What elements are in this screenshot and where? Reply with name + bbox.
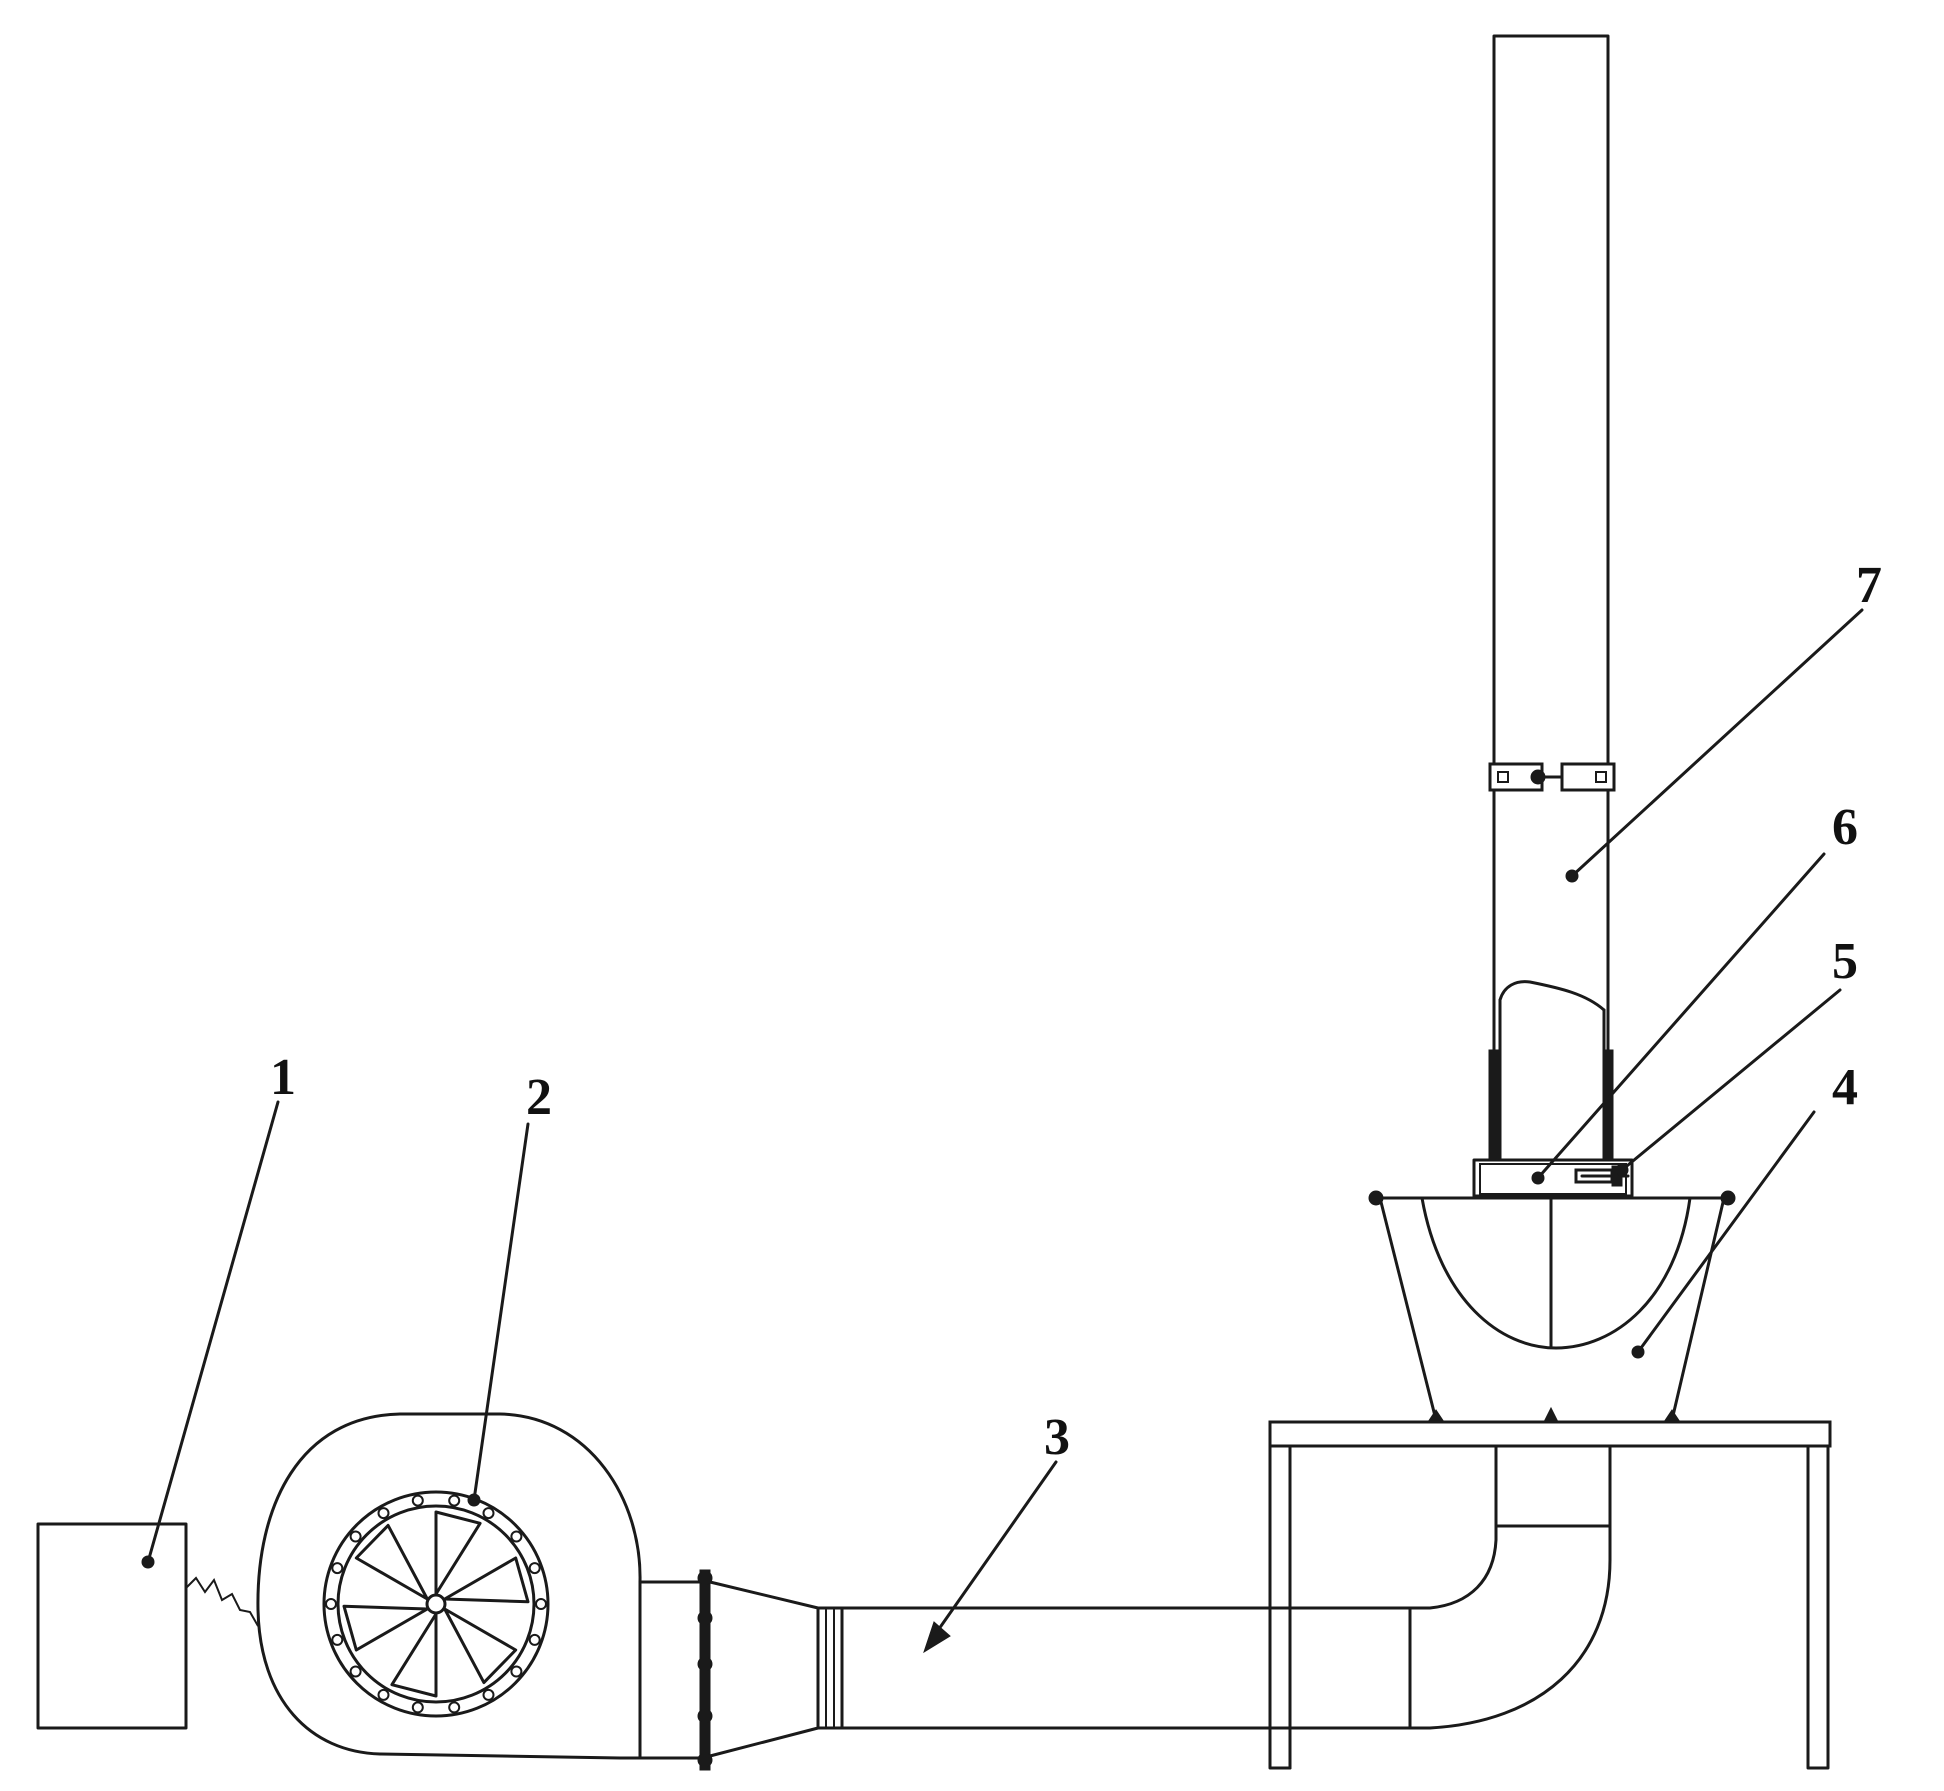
rim-bolt [448,1701,461,1714]
rim-bolt [528,1562,541,1575]
impeller-blade [443,1607,518,1685]
rim-bolt [510,1530,523,1543]
vertical-stack [1488,34,1616,1162]
impeller-blade [390,1612,438,1698]
rim-bolt [510,1665,523,1678]
support-table [1268,1420,1832,1770]
rim-bolt [325,1598,337,1610]
centrifugal-fan [256,1412,704,1760]
callout-7: 7 [1856,557,1882,614]
rim-bolt [482,1507,495,1520]
air-duct [708,1444,1612,1758]
callout-4: 4 [1832,1059,1858,1116]
chamber [1368,1190,1736,1423]
impeller-blade [443,1556,530,1604]
rim-bolt [448,1494,461,1507]
rim-bolt [535,1598,547,1610]
control-box [36,1522,259,1730]
fan-rim-bolts [325,1494,547,1714]
rim-bolt [482,1688,495,1701]
callout-5: 5 [1832,933,1858,990]
rim-bolt [349,1530,362,1543]
outlet-flange [697,1569,713,1771]
rim-bolt [411,1494,424,1507]
fan-impeller [342,1510,530,1698]
rim-bolt [377,1688,390,1701]
impeller-blade [354,1523,429,1601]
rim-bolt [377,1507,390,1520]
callout-3: 3 [1044,1409,1070,1466]
callout-1: 1 [270,1049,296,1106]
impeller-blade [342,1604,429,1652]
callout-labels: 1 2 3 4 5 6 7 [270,557,1882,1466]
callout-2: 2 [526,1069,552,1126]
rim-bolt [528,1633,541,1646]
rim-bolt [411,1701,424,1714]
rim-bolt [349,1665,362,1678]
leader-lines [141,608,1864,1654]
impeller-blade [434,1510,482,1596]
rim-bolt [331,1633,344,1646]
rim-bolt [331,1562,344,1575]
callout-6: 6 [1832,799,1858,856]
